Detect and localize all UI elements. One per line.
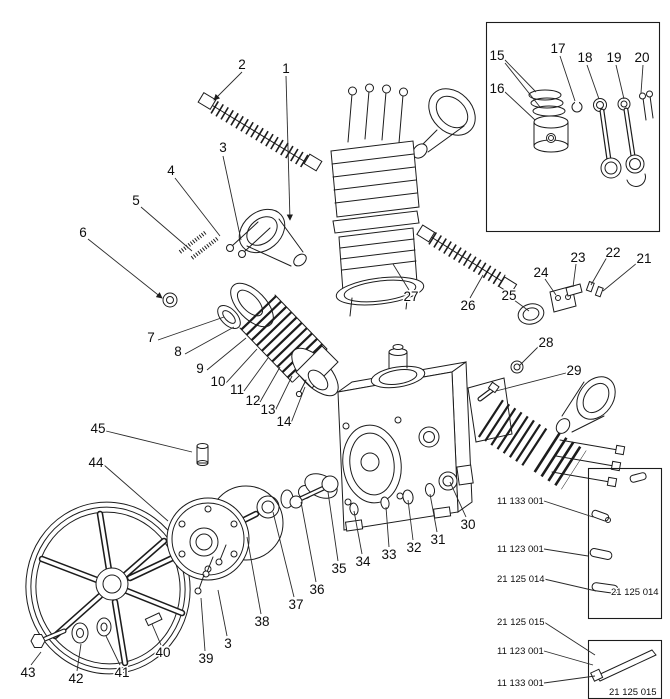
callout-22: 22 bbox=[605, 245, 620, 260]
callout-26: 26 bbox=[460, 298, 475, 313]
callout-42: 42 bbox=[68, 671, 83, 686]
callout-4: 4 bbox=[167, 163, 175, 178]
cylinder-right-group bbox=[467, 377, 626, 490]
callout-34: 34 bbox=[355, 554, 371, 569]
callout-30: 30 bbox=[460, 517, 475, 532]
callout-20: 20 bbox=[634, 50, 649, 65]
callout-5: 5 bbox=[132, 193, 140, 208]
callout-6: 6 bbox=[79, 225, 87, 240]
callout-37: 37 bbox=[288, 597, 303, 612]
callout-12: 12 bbox=[245, 393, 260, 408]
air-filter-right bbox=[555, 376, 616, 434]
air-filter-top bbox=[412, 88, 476, 159]
callout-23: 23 bbox=[570, 250, 585, 265]
callout-35: 35 bbox=[331, 561, 346, 576]
callout-38: 38 bbox=[254, 614, 269, 629]
head-bolts bbox=[347, 83, 408, 144]
callout-21: 21 bbox=[636, 251, 651, 266]
finned-cylinder-left bbox=[230, 282, 339, 398]
callout-2: 2 bbox=[238, 57, 246, 72]
callout-44: 44 bbox=[88, 455, 104, 470]
callout-43: 43 bbox=[20, 665, 35, 680]
callout-17: 17 bbox=[550, 41, 565, 56]
callout-3b: 3 bbox=[224, 636, 232, 651]
callout-11: 11 bbox=[230, 382, 244, 397]
callout-27: 27 bbox=[403, 289, 418, 304]
part-number-21125015-a: 21 125 015 bbox=[497, 617, 545, 628]
callout-19: 19 bbox=[606, 50, 621, 65]
callout-16: 16 bbox=[489, 81, 504, 96]
callout-9: 9 bbox=[196, 361, 204, 376]
part-number-11133001-a: 11 133 001 bbox=[497, 496, 544, 507]
callout-7: 7 bbox=[147, 330, 155, 345]
plug-and-bolt bbox=[477, 360, 524, 402]
callout-29: 29 bbox=[566, 363, 581, 378]
part-number-21125015-b: 21 125 015 bbox=[609, 687, 657, 698]
studs-and-bolts bbox=[178, 221, 271, 260]
callout-39: 39 bbox=[198, 651, 213, 666]
part-number-11133001-b: 11 133 001 bbox=[497, 678, 544, 689]
callout-8: 8 bbox=[174, 344, 182, 359]
part-number-11123001-a: 11 123 001 bbox=[497, 544, 544, 555]
finned-tube-top bbox=[197, 91, 323, 172]
fittings-inset-1 bbox=[587, 467, 663, 620]
callout-32: 32 bbox=[406, 540, 421, 555]
callout-36: 36 bbox=[309, 582, 324, 597]
callout-24: 24 bbox=[533, 265, 549, 280]
leader-lines bbox=[30, 55, 644, 684]
callout-41: 41 bbox=[114, 665, 129, 680]
callout-40: 40 bbox=[155, 645, 170, 660]
callout-18: 18 bbox=[577, 50, 592, 65]
finned-tube-right bbox=[416, 224, 518, 295]
valve-plate-parts bbox=[517, 280, 604, 325]
callout-25: 25 bbox=[501, 288, 516, 303]
piston-detail-inset bbox=[485, 21, 661, 233]
callout-1: 1 bbox=[282, 61, 290, 76]
part-number-21125014-b: 21 125 014 bbox=[611, 587, 659, 598]
callout-14: 14 bbox=[276, 414, 292, 429]
callout-10: 10 bbox=[210, 374, 225, 389]
callout-3: 3 bbox=[219, 140, 227, 155]
cylinder-head-assembly bbox=[330, 140, 425, 317]
callout-45: 45 bbox=[90, 421, 105, 436]
callout-33: 33 bbox=[381, 547, 396, 562]
breather-plug bbox=[162, 292, 178, 308]
part-number-21125014-a: 21 125 014 bbox=[497, 574, 545, 585]
callout-13: 13 bbox=[260, 402, 275, 417]
part-number-11123001-b: 11 123 001 bbox=[497, 646, 544, 657]
callout-28: 28 bbox=[538, 335, 553, 350]
part-number-labels: 11 133 001 11 123 001 21 125 014 21 125 … bbox=[496, 495, 660, 699]
air-filter-left bbox=[238, 208, 307, 267]
dowel-pin bbox=[196, 443, 209, 466]
gasket-ring bbox=[217, 304, 241, 330]
callout-15: 15 bbox=[489, 48, 504, 63]
callout-31: 31 bbox=[430, 532, 445, 547]
callout-labels: 1 2 3 4 5 6 7 8 9 10 11 12 13 14 15 16 1… bbox=[19, 40, 653, 688]
bearing-cover-plate bbox=[166, 485, 284, 595]
